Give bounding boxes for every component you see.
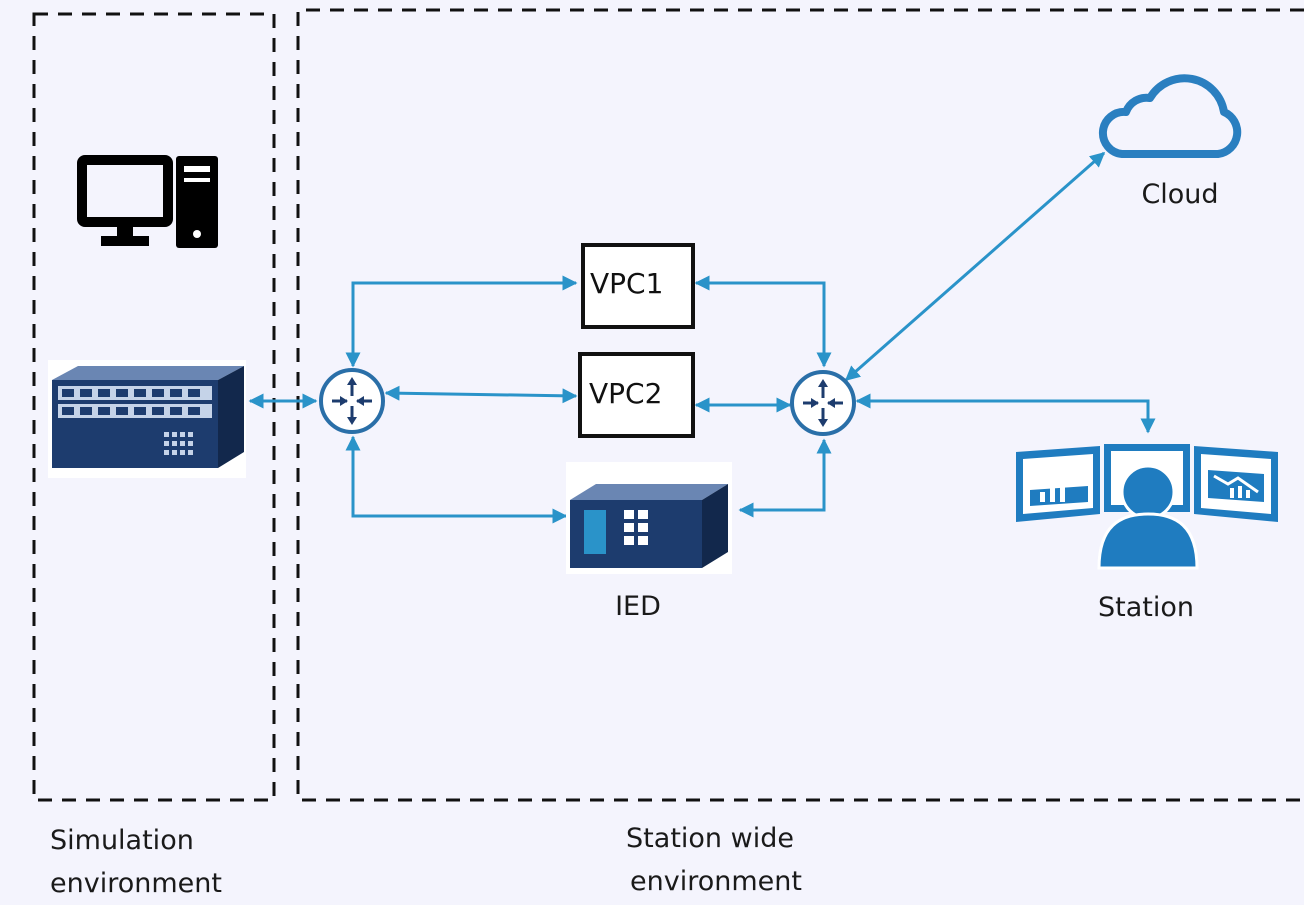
link-router1-vpc1 (345, 275, 578, 368)
link-ied-router2 (738, 438, 832, 518)
simulator-rack-icon (48, 360, 246, 478)
links (248, 151, 1156, 524)
station-label: Station (1098, 592, 1194, 623)
station-operator-icon (1016, 444, 1278, 570)
simulation-region-label-line2: environment (50, 868, 222, 899)
ied-device-icon (566, 462, 732, 574)
vpc1-box (581, 243, 695, 329)
computer-icon (77, 155, 218, 248)
link-router2-cloud (844, 151, 1106, 382)
router-icon (319, 368, 385, 434)
vpc2-box (578, 352, 695, 438)
link-vpc1-router2 (694, 275, 832, 368)
station-wide-region-label-line1: Station wide (626, 823, 794, 854)
vpc1-label: VPC1 (590, 267, 664, 300)
ied-label: IED (615, 591, 661, 622)
link-router2-station (855, 393, 1156, 434)
simulation-region-label-line1: Simulation (50, 825, 194, 856)
station-wide-region-label-line2: environment (630, 866, 802, 897)
cloud-icon (1098, 74, 1242, 158)
router-icon (790, 370, 856, 436)
vpc2-label: VPC2 (589, 377, 663, 410)
link-router1-ied (345, 435, 568, 524)
link-router1-vpc2 (384, 385, 578, 404)
cloud-label: Cloud (1141, 179, 1219, 210)
